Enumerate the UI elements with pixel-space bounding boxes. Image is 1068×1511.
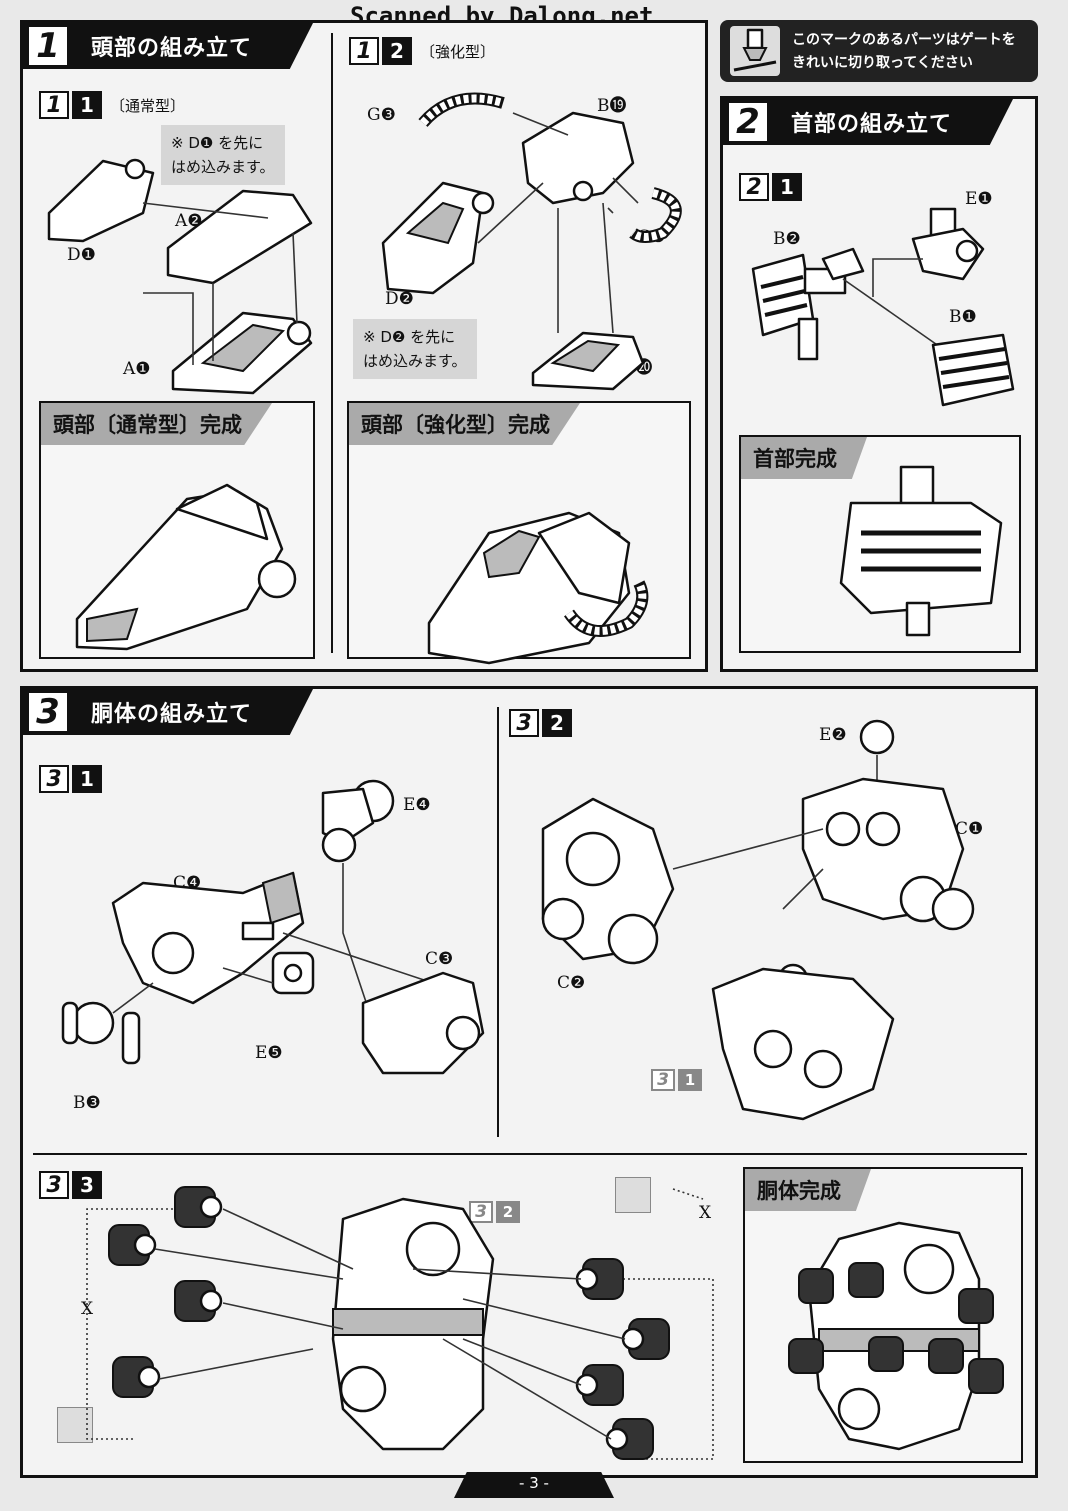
part-label: C❶ xyxy=(955,819,984,839)
gate-note: このマークのあるパーツはゲートを きれいに切り取ってください xyxy=(720,20,1038,82)
step-3-1-label: 3 1 xyxy=(39,765,102,793)
torso-complete: 胴体完成 xyxy=(743,1167,1023,1463)
step-1-2-variant: 〔強化型〕 xyxy=(420,42,496,61)
section-head-assembly: 1 頭部の組み立て 1 1 〔通常型〕 ※ D❶ を先に はめ込みます。 D❶ … xyxy=(20,20,708,672)
section1-title: 頭部の組み立て xyxy=(91,36,253,61)
section2-header: 2 首部の組み立て xyxy=(723,99,1013,145)
neck-complete: 首部完成 xyxy=(739,435,1021,653)
section1-number: 1 xyxy=(29,26,67,66)
section2-number: 2 xyxy=(729,102,767,142)
step-1-1-variant: 〔通常型〕 xyxy=(110,96,186,115)
section3-header: 3 胴体の組み立て xyxy=(23,689,313,735)
step-3-3-ref: 3 2 xyxy=(469,1201,520,1223)
section3-vertical-divider xyxy=(497,707,499,1137)
head-enhanced-complete-title: 頭部〔強化型〕完成 xyxy=(349,403,580,445)
part-label: D❷ xyxy=(385,289,414,309)
part-label: G❸ xyxy=(367,105,396,125)
part-label: B❷ xyxy=(773,229,801,249)
gate-note-line1: このマークのあるパーツはゲートを xyxy=(792,32,1016,48)
step-1-2-note: ※ D❷ を先に はめ込みます。 xyxy=(353,319,477,379)
section3-title: 胴体の組み立て xyxy=(91,702,253,727)
step-1-2-diagram xyxy=(381,92,682,391)
step-1-1-diagram xyxy=(47,158,313,395)
part-label: E❺ xyxy=(255,1043,283,1063)
nipper-icon xyxy=(730,26,780,76)
torso-complete-title: 胴体完成 xyxy=(745,1169,871,1211)
step-3-2-ref: 3 1 xyxy=(651,1069,702,1091)
step-3-3-label: 3 3 xyxy=(39,1171,102,1199)
part-label: C❷ xyxy=(557,973,586,993)
section3-number: 3 xyxy=(29,692,67,732)
part-label: D❶ xyxy=(67,245,96,265)
head-normal-complete-title: 頭部〔通常型〕完成 xyxy=(41,403,272,445)
part-label: B❸ xyxy=(73,1093,101,1113)
gate-note-line2: きれいに切り取ってください xyxy=(792,55,973,71)
step-2-1-label: 2 1 xyxy=(739,173,802,201)
section1-divider xyxy=(331,33,333,653)
head-normal-complete: 頭部〔通常型〕完成 xyxy=(39,401,315,659)
step-1-1-note: ※ D❶ を先に はめ込みます。 xyxy=(161,125,285,185)
step-1-1-label: 1 1 〔通常型〕 xyxy=(39,91,185,119)
head-enhanced-complete: 頭部〔強化型〕完成 xyxy=(347,401,691,665)
page-number: - 3 - xyxy=(519,1474,549,1492)
step-3-2-label: 3 2 xyxy=(509,709,572,737)
part-label: B❶ xyxy=(949,307,977,327)
section2-title: 首部の組み立て xyxy=(791,112,953,137)
part-label: E❶ xyxy=(965,189,993,209)
part-label: A❶ xyxy=(123,359,151,379)
roller xyxy=(108,1186,670,1460)
part-label: E❹ xyxy=(403,795,431,815)
step-1-2-label: 1 2 〔強化型〕 xyxy=(349,37,495,65)
step-3-3-diagram xyxy=(86,1186,714,1460)
part-label: B⓳ xyxy=(597,96,627,116)
x-label: X xyxy=(699,1203,712,1223)
part-label: C❸ xyxy=(425,949,454,969)
step-3-2-diagram xyxy=(541,719,975,1121)
gate-icon xyxy=(615,1177,651,1213)
page-number-tab xyxy=(454,1472,614,1498)
neck-complete-title: 首部完成 xyxy=(741,437,867,479)
section-torso-assembly: 3 胴体の組み立て 3 1 E❹ C❹ C❸ E❺ B❸ 3 2 E❷ C❶ xyxy=(20,686,1038,1478)
section1-header: 1 頭部の組み立て xyxy=(23,23,313,69)
section-neck-assembly: 2 首部の組み立て 2 1 E❶ B❷ B❶ 首部完成 xyxy=(720,96,1038,672)
part-label: E❷ xyxy=(819,725,847,745)
step-2-1-diagram xyxy=(751,207,1015,407)
section3-horizontal-divider xyxy=(33,1153,1027,1155)
step-3-1-diagram xyxy=(61,779,485,1075)
